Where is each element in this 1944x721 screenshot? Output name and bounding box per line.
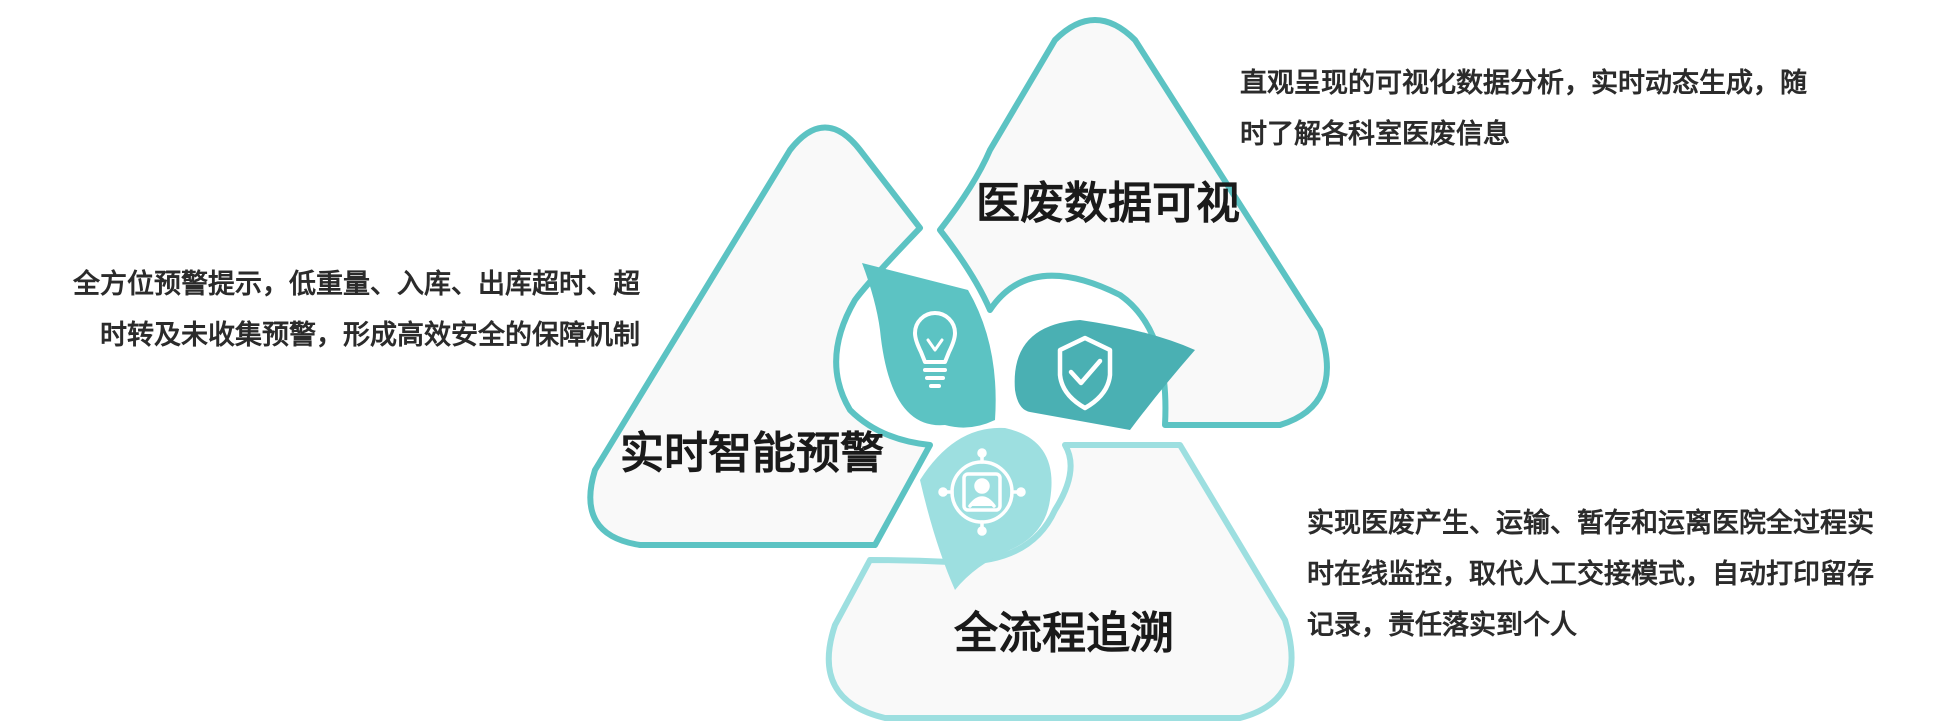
triangle-realtime-warning — [587, 124, 933, 548]
shield-check-icon — [1057, 335, 1113, 411]
triangle-data-visualization — [937, 17, 1330, 428]
description-line: 时在线监控，取代人工交接模式，自动打印留存 — [1307, 559, 1874, 590]
description-line: 记录，责任落实到个人 — [1307, 610, 1577, 641]
lightbulb-icon — [913, 311, 957, 388]
triangle-full-traceability — [825, 442, 1295, 721]
title-data-visualization: 医废数据可视 — [976, 178, 1240, 229]
title-realtime-warning: 实时智能预警 — [620, 428, 884, 479]
petal-lightbulb — [862, 263, 996, 428]
description-line: 时转及未收集预警，形成高效安全的保障机制 — [100, 320, 640, 351]
description-line: 直观呈现的可视化数据分析，实时动态生成，随 — [1240, 68, 1807, 99]
description-data-visualization: 直观呈现的可视化数据分析，实时动态生成，随 时了解各科室医废信息 — [1240, 58, 1880, 160]
description-full-traceability: 实现医废产生、运输、暂存和运离医院全过程实 时在线监控，取代人工交接模式，自动打… — [1307, 498, 1932, 651]
person-target-icon — [938, 448, 1026, 536]
description-realtime-warning: 全方位预警提示，低重量、入库、出库超时、超 时转及未收集预警，形成高效安全的保障… — [20, 259, 640, 361]
description-line: 全方位预警提示，低重量、入库、出库超时、超 — [73, 269, 640, 300]
description-line: 实现医废产生、运输、暂存和运离医院全过程实 — [1307, 508, 1874, 539]
petal-shield — [1014, 320, 1195, 430]
description-line: 时了解各科室医废信息 — [1240, 119, 1510, 150]
title-full-traceability: 全流程追溯 — [953, 608, 1174, 659]
